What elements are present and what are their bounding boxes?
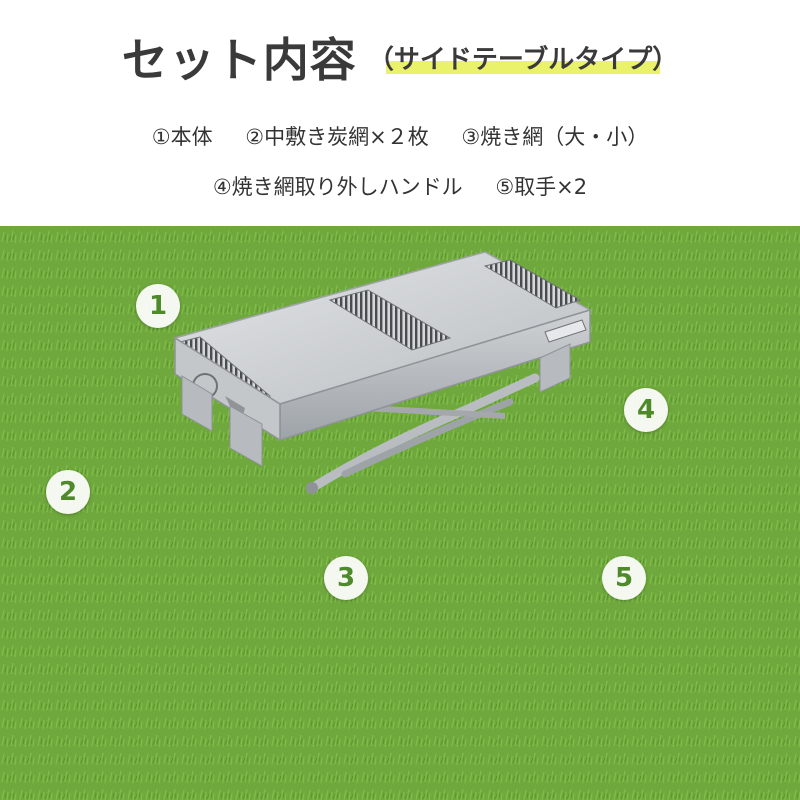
title-subtitle: （サイドテーブルタイプ） — [368, 39, 678, 76]
product-photo — [0, 226, 800, 800]
subtitle-text: （サイドテーブルタイプ） — [367, 44, 679, 75]
item-grill-net: ③焼き網（大・小） — [461, 125, 649, 149]
item-net-handle: ④焼き網取り外しハンドル — [212, 175, 463, 199]
item-grips: ⑤取手×2 — [495, 175, 588, 199]
grill-body-image — [173, 251, 592, 494]
contents-list-line-2: ④焼き網取り外しハンドル ⑤取手×2 — [0, 171, 800, 201]
item-charcoal-net: ②中敷き炭網×２枚 — [245, 125, 429, 149]
item-body: ①本体 — [151, 125, 213, 149]
page-title: セット内容 — [121, 33, 357, 87]
badge-3: 3 — [324, 556, 368, 600]
subtitle-highlight — [385, 60, 661, 74]
badge-1: 1 — [136, 284, 180, 328]
header: セット内容 （サイドテーブルタイプ） ①本体 ②中敷き炭網×２枚 ③焼き網（大・… — [0, 0, 800, 226]
badge-4: 4 — [624, 388, 668, 432]
badge-2: 2 — [46, 470, 90, 514]
badge-5: 5 — [602, 556, 646, 600]
contents-list-line-1: ①本体 ②中敷き炭網×２枚 ③焼き網（大・小） — [0, 121, 800, 151]
title-row: セット内容 （サイドテーブルタイプ） — [0, 24, 800, 90]
